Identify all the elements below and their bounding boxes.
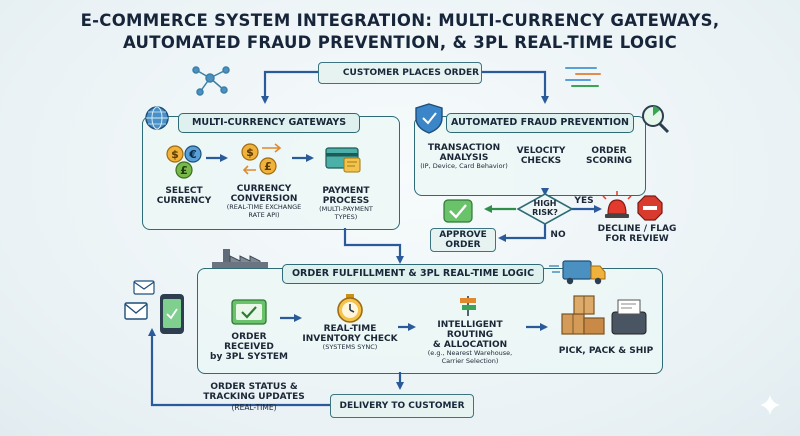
magnifier-radar-icon — [642, 105, 670, 134]
order-received-label: ORDER RECEIVED by 3PL SYSTEM — [210, 332, 288, 362]
sparkle-icon — [760, 395, 780, 415]
delivery-truck-icon — [549, 260, 606, 285]
routing-icon — [460, 296, 476, 316]
check-screen-icon — [231, 299, 267, 325]
dollar-symbol: $ — [171, 148, 179, 161]
title-line-2: AUTOMATED FRAUD PREVENTION, & 3PL REAL-T… — [123, 33, 677, 52]
currency-coins-icon: $ € £ — [166, 145, 202, 179]
customer-places-order-label: CUSTOMER PLACES ORDER — [342, 68, 480, 78]
arrow-decision-to-approve — [498, 224, 547, 242]
stop-sign-icon — [637, 195, 663, 221]
yes-label: YES — [574, 196, 594, 206]
delivery-to-customer-box: DELIVERY TO CUSTOMER — [330, 394, 474, 418]
euro-symbol: € — [188, 148, 197, 161]
decline-flag-label: DECLINE / FLAG FOR REVIEW — [597, 224, 677, 244]
stopwatch-icon — [337, 294, 363, 323]
credit-card-icon — [325, 147, 361, 173]
pick-pack-ship-label: PICK, PACK & SHIP — [558, 346, 654, 356]
order-scoring-label: ORDER SCORING — [586, 146, 632, 166]
velocity-checks-label: VELOCITY CHECKS — [516, 146, 566, 166]
payment-process-label: PAYMENT PROCESS (MULTI-PAYMENT TYPES) — [319, 186, 373, 221]
decision-diamond — [516, 193, 574, 225]
envelope-icon — [124, 280, 155, 320]
factory-icon — [212, 249, 268, 268]
pound-symbol: £ — [180, 164, 188, 177]
intelligent-routing-label: INTELLIGENT ROUTING & ALLOCATION (e.g., … — [427, 320, 513, 365]
arrow-delivery-to-customer — [148, 328, 330, 407]
title-line-1: E-COMMERCE SYSTEM INTEGRATION: MULTI-CUR… — [80, 11, 720, 30]
arrow-order-to-gateways — [261, 70, 318, 104]
exchange-pound-symbol: £ — [264, 160, 272, 173]
select-currency-label: SELECT CURRENCY — [156, 186, 212, 206]
exchange-dollar-symbol: $ — [246, 146, 254, 159]
code-lines-icon — [565, 67, 601, 87]
globe-icon — [145, 106, 169, 130]
smartphone-icon — [160, 294, 184, 334]
tracking-updates-label: ORDER STATUS & TRACKING UPDATES (REAL-TI… — [203, 382, 305, 412]
arrow-order-to-fraud — [480, 70, 549, 104]
inventory-check-label: REAL-TIME INVENTORY CHECK (SYSTEMS SYNC) — [302, 324, 398, 351]
network-icon — [192, 66, 230, 96]
gateways-header: MULTI-CURRENCY GATEWAYS — [178, 113, 360, 133]
no-label: NO — [550, 230, 566, 240]
currency-conversion-label: CURRENCY CONVERSION (REAL-TIME EXCHANGE … — [226, 184, 302, 219]
approve-order-box: APPROVE ORDER — [430, 228, 496, 252]
transaction-analysis-label: TRANSACTION ANALYSIS (IP, Device, Card B… — [420, 143, 508, 170]
high-risk-label: HIGH RISK? — [532, 199, 558, 217]
boxes-icon — [561, 295, 605, 335]
label-printer-icon — [611, 299, 647, 335]
fulfillment-header: ORDER FULFILLMENT & 3PL REAL-TIME LOGIC — [282, 264, 544, 284]
customer-places-order-box: CUSTOMER PLACES ORDER — [318, 62, 482, 84]
currency-exchange-icon: $ £ — [241, 143, 282, 175]
alarm-light-icon — [602, 191, 632, 218]
shield-check-icon — [415, 103, 443, 134]
page-title: E-COMMERCE SYSTEM INTEGRATION: MULTI-CUR… — [0, 10, 800, 54]
fraud-header: AUTOMATED FRAUD PREVENTION — [446, 113, 634, 133]
approve-check-icon — [443, 199, 473, 223]
arrow-gateways-to-fulfillment — [343, 228, 404, 264]
